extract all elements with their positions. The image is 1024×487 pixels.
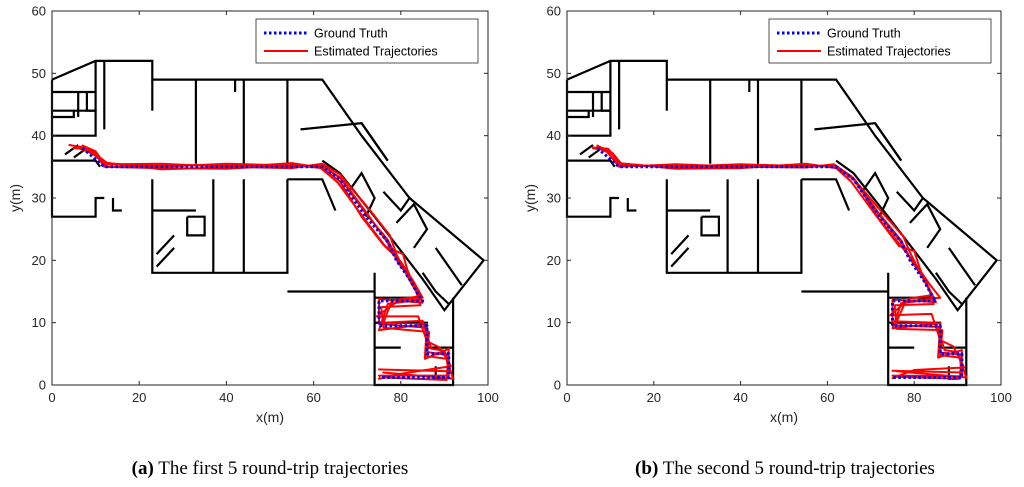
y-tick-label: 40 xyxy=(32,128,46,143)
y-tick-label: 0 xyxy=(39,378,46,393)
wall-segment xyxy=(934,272,963,305)
wall-segment xyxy=(700,215,720,237)
wall-segment xyxy=(600,92,611,112)
wall-segment xyxy=(155,234,175,255)
x-tick-label: 100 xyxy=(477,390,499,405)
y-tick-label: 30 xyxy=(547,191,561,206)
y-tick-label: 10 xyxy=(32,315,46,330)
y-axis-label: y(m) xyxy=(522,184,538,212)
x-tick-label: 60 xyxy=(306,390,320,405)
wall-segment xyxy=(579,144,594,156)
wall-segment xyxy=(155,247,175,268)
wall-segment xyxy=(670,247,690,268)
x-tick-label: 80 xyxy=(394,390,408,405)
wall-segment xyxy=(895,191,924,213)
wall-segment xyxy=(665,179,803,274)
wall-segment xyxy=(151,179,289,274)
wall-segment xyxy=(670,234,690,255)
legend-label-estimated: Estimated Trajectories xyxy=(314,45,438,59)
wall-segment xyxy=(567,159,616,168)
wall-segment xyxy=(382,191,411,213)
x-tick-label: 20 xyxy=(132,390,146,405)
panel-b: 0 20 40 60 80 100 0 10 20 30 40 50 60 x(m) y(m) Ground … xyxy=(522,4,1012,480)
y-tick-label: 30 xyxy=(32,191,46,206)
wall-segment xyxy=(111,198,122,212)
wall-segment xyxy=(52,159,101,168)
x-tick-label: 80 xyxy=(907,390,921,405)
ground-truth-line xyxy=(596,146,964,379)
x-tick-label: 20 xyxy=(647,390,661,405)
panel-a: 0 20 40 60 80 100 0 10 20 30 40 50 60 x(m) y(m) Ground … xyxy=(7,4,499,480)
y-tick-label: 10 xyxy=(547,315,561,330)
legend-box xyxy=(768,18,992,64)
x-tick-label: 40 xyxy=(733,390,747,405)
estimated-trajectory-line xyxy=(72,147,450,381)
x-tick-label: 60 xyxy=(820,390,834,405)
wall-segment xyxy=(947,247,976,286)
x-axis-label: x(m) xyxy=(770,409,798,425)
panel-caption: (a) The first 5 round-trip trajectories xyxy=(132,458,409,479)
wall-segment xyxy=(909,202,942,249)
wall-segment xyxy=(801,178,851,211)
x-tick-label: 0 xyxy=(48,390,55,405)
y-tick-label: 20 xyxy=(547,253,561,268)
panel-caption-text: The second 5 round-trip trajectories xyxy=(658,458,935,479)
y-tick-label: 60 xyxy=(32,4,46,19)
x-axis-label: x(m) xyxy=(256,409,284,425)
wall-segment xyxy=(567,110,590,119)
wall-segment xyxy=(287,178,337,211)
wall-segment xyxy=(874,122,903,162)
legend-box xyxy=(255,18,479,64)
wall-segment xyxy=(395,202,429,249)
wall-segment xyxy=(186,215,206,237)
x-tick-label: 100 xyxy=(990,390,1012,405)
wall-segment xyxy=(421,272,450,305)
legend-label-estimated: Estimated Trajectories xyxy=(827,45,951,59)
x-tick-label: 0 xyxy=(563,390,570,405)
wall-segment xyxy=(85,92,96,112)
wall-segment xyxy=(347,170,376,218)
y-tick-label: 40 xyxy=(547,128,561,143)
ground-truth-line xyxy=(81,146,451,379)
y-tick-label: 0 xyxy=(554,378,561,393)
y-axis-label: y(m) xyxy=(7,184,23,212)
wall-segment xyxy=(626,198,637,212)
estimated-trajectory-line xyxy=(85,150,450,373)
panel-caption: (b) The second 5 round-trip trajectories xyxy=(635,458,935,479)
wall-segment xyxy=(360,122,389,162)
x-tick-label: 40 xyxy=(219,390,233,405)
panel-caption-tag: (b) xyxy=(635,458,658,479)
y-tick-label: 60 xyxy=(547,4,561,19)
wall-segment xyxy=(861,170,890,218)
y-tick-label: 50 xyxy=(32,66,46,81)
wall-segment xyxy=(52,110,75,119)
y-tick-label: 50 xyxy=(547,66,561,81)
legend-label-ground-truth: Ground Truth xyxy=(827,27,901,41)
panel-caption-tag: (a) xyxy=(132,458,154,479)
panel-caption-text: The first 5 round-trip trajectories xyxy=(154,458,409,479)
wall-segment xyxy=(434,247,463,286)
y-tick-label: 20 xyxy=(32,253,46,268)
legend-label-ground-truth: Ground Truth xyxy=(314,27,388,41)
